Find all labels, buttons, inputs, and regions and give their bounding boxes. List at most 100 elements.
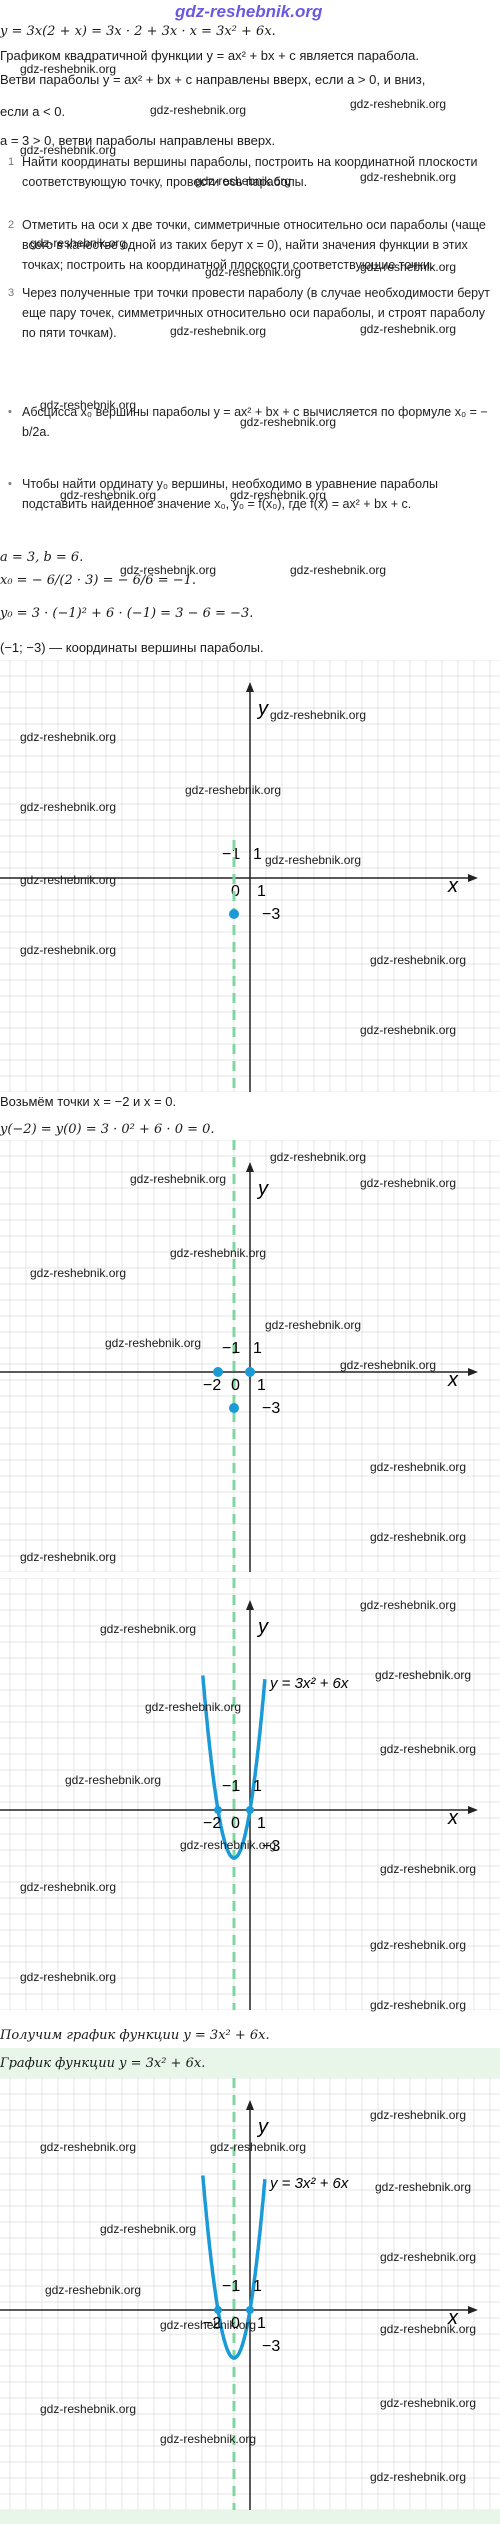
x-arrow-icon	[468, 1806, 478, 1814]
watermark: gdz-reshebnik.org	[360, 1023, 457, 1037]
watermark: gdz-reshebnik.org	[360, 170, 457, 184]
text-got-graph: Получим график функции y = 3x² + 6x.	[0, 2028, 270, 2043]
step-number: 2	[8, 219, 15, 231]
watermark: gdz-reshebnik.org	[100, 2222, 197, 2236]
bullet-dot-icon: •	[8, 406, 12, 418]
watermark: gdz-reshebnik.org	[30, 1266, 127, 1280]
watermark: gdz-reshebnik.org	[230, 488, 327, 502]
origin-label: 0	[231, 1815, 240, 1832]
y-arrow-icon	[246, 1600, 254, 1610]
text-ab: a = 3, b = 6.	[0, 550, 84, 565]
watermark: gdz-reshebnik.org	[40, 2140, 137, 2154]
watermark: gdz-reshebnik.org	[380, 2396, 477, 2410]
curve-label: y = 3x² + 6x	[269, 2175, 349, 2192]
watermark: gdz-reshebnik.org	[380, 1862, 477, 1876]
one-y-label: 1	[253, 2278, 262, 2295]
watermark: gdz-reshebnik.org	[100, 1622, 197, 1636]
bullet-text: Абсцисса x₀ вершины параболы y = ax² + b…	[22, 405, 488, 439]
step-text: Отметить на оси x две точки, симметричны…	[22, 218, 486, 272]
site-logo[interactable]: gdz-reshebnik.org	[175, 2, 323, 21]
y-label: y	[256, 2116, 269, 2138]
watermark: gdz-reshebnik.org	[340, 1358, 437, 1372]
step-number: 3	[8, 287, 15, 299]
graph-vertex: y x 0 1 −1 1 −3	[0, 659, 500, 1093]
bullet-abscissa: • Абсцисса x₀ вершины параболы y = ax² +…	[8, 402, 492, 442]
watermark: gdz-reshebnik.org	[205, 265, 302, 279]
watermark: gdz-reshebnik.org	[265, 1318, 362, 1332]
watermark: gdz-reshebnik.org	[380, 2250, 477, 2264]
y-arrow-icon	[246, 682, 254, 692]
text-y0: y₀ = 3 · (−1)² + 6 · (−1) = 3 − 6 = −3.	[0, 606, 254, 621]
watermark: gdz-reshebnik.org	[20, 62, 117, 76]
x-label: x	[447, 1807, 459, 1829]
watermark: gdz-reshebnik.org	[380, 1742, 477, 1756]
point-zero	[245, 1367, 255, 1377]
graph-final: y x y = 3x² + 6x −2 0 1 −1 1 −3	[0, 2077, 500, 2511]
text-vertex: (−1; −3) — координаты вершины параболы.	[0, 640, 264, 655]
watermark: gdz-reshebnik.org	[370, 1998, 467, 2012]
text-parabola-def: Графиком квадратичной функции y = ax² + …	[0, 48, 419, 63]
minus-one-label: −1	[222, 1340, 240, 1357]
watermark: gdz-reshebnik.org	[370, 2108, 467, 2122]
watermark: gdz-reshebnik.org	[270, 708, 367, 722]
watermark: gdz-reshebnik.org	[60, 488, 157, 502]
watermark: gdz-reshebnik.org	[20, 800, 117, 814]
y-label: y	[256, 698, 269, 720]
one-x-label: 1	[257, 883, 266, 900]
watermark: gdz-reshebnik.org	[130, 1172, 227, 1186]
watermark: gdz-reshebnik.org	[20, 943, 117, 957]
graph-svg: y x −2 0 1 −1 1 −3	[0, 1139, 500, 1573]
watermark: gdz-reshebnik.org	[370, 953, 467, 967]
watermark: gdz-reshebnik.org	[375, 1668, 472, 1682]
text-take-points: Возьмём точки x = −2 и x = 0.	[0, 1094, 177, 1109]
graph-points: y x −2 0 1 −1 1 −3	[0, 1139, 500, 1573]
watermark: gdz-reshebnik.org	[370, 1938, 467, 1952]
step-2: 2 Отметить на оси x две точки, симметрич…	[8, 215, 492, 275]
point-minus-two	[213, 1367, 223, 1377]
watermark: gdz-reshebnik.org	[170, 324, 267, 338]
bullet-ordinate: • Чтобы найти ординату y₀ вершины, необх…	[8, 474, 492, 514]
one-y-label: 1	[253, 1778, 262, 1795]
step-1: 1 Найти координаты вершины параболы, пос…	[8, 152, 492, 192]
watermark: gdz-reshebnik.org	[20, 1970, 117, 1984]
minus-one-label: −1	[222, 846, 240, 863]
minus-three-label: −3	[262, 2338, 280, 2355]
minus-one-label: −1	[222, 1778, 240, 1795]
y-arrow-icon	[246, 2100, 254, 2110]
x-arrow-icon	[468, 1368, 478, 1376]
watermark: gdz-reshebnik.org	[360, 1598, 457, 1612]
watermark: gdz-reshebnik.org	[210, 2140, 307, 2154]
origin-label: 0	[231, 1377, 240, 1394]
watermark: gdz-reshebnik.org	[180, 1838, 277, 1852]
watermark: gdz-reshebnik.org	[350, 97, 447, 111]
text-branches: Ветви параболы y = ax² + bx + c направле…	[0, 72, 426, 87]
watermark: gdz-reshebnik.org	[370, 1460, 467, 1474]
point-minus-two	[214, 1806, 222, 1814]
parabola-curve	[201, 2175, 267, 2360]
graph-svg: y x 0 1 −1 1 −3	[0, 659, 500, 1093]
x-label: x	[447, 875, 459, 897]
step-3: 3 Через полученные три точки провести па…	[8, 283, 492, 343]
watermark: gdz-reshebnik.org	[20, 1880, 117, 1894]
minus-two-label: −2	[203, 1377, 221, 1394]
x-arrow-icon	[468, 874, 478, 882]
watermark: gdz-reshebnik.org	[265, 853, 362, 867]
curve-label: y = 3x² + 6x	[269, 1675, 349, 1692]
minus-one-label: −1	[222, 2278, 240, 2295]
watermark: gdz-reshebnik.org	[380, 2322, 477, 2336]
x-arrow-icon	[468, 2306, 478, 2314]
minus-three-label: −3	[262, 906, 280, 923]
watermark: gdz-reshebnik.org	[40, 2402, 137, 2416]
watermark: gdz-reshebnik.org	[360, 322, 457, 336]
watermark: gdz-reshebnik.org	[360, 260, 457, 274]
watermark: gdz-reshebnik.org	[45, 2283, 142, 2297]
graph-svg: y x y = 3x² + 6x −2 0 1 −1 1 −3	[0, 2077, 500, 2511]
watermark: gdz-reshebnik.org	[360, 1176, 457, 1190]
watermark: gdz-reshebnik.org	[160, 2432, 257, 2446]
watermark: gdz-reshebnik.org	[170, 1246, 267, 1260]
watermark: gdz-reshebnik.org	[120, 563, 217, 577]
graph-svg: y x y = 3x² + 6x −2 0 1 −1 1 −3	[0, 1577, 500, 2011]
point-minus-two	[214, 2306, 222, 2314]
step-text: Найти координаты вершины параболы, постр…	[22, 155, 478, 189]
watermark: gdz-reshebnik.org	[20, 143, 117, 157]
